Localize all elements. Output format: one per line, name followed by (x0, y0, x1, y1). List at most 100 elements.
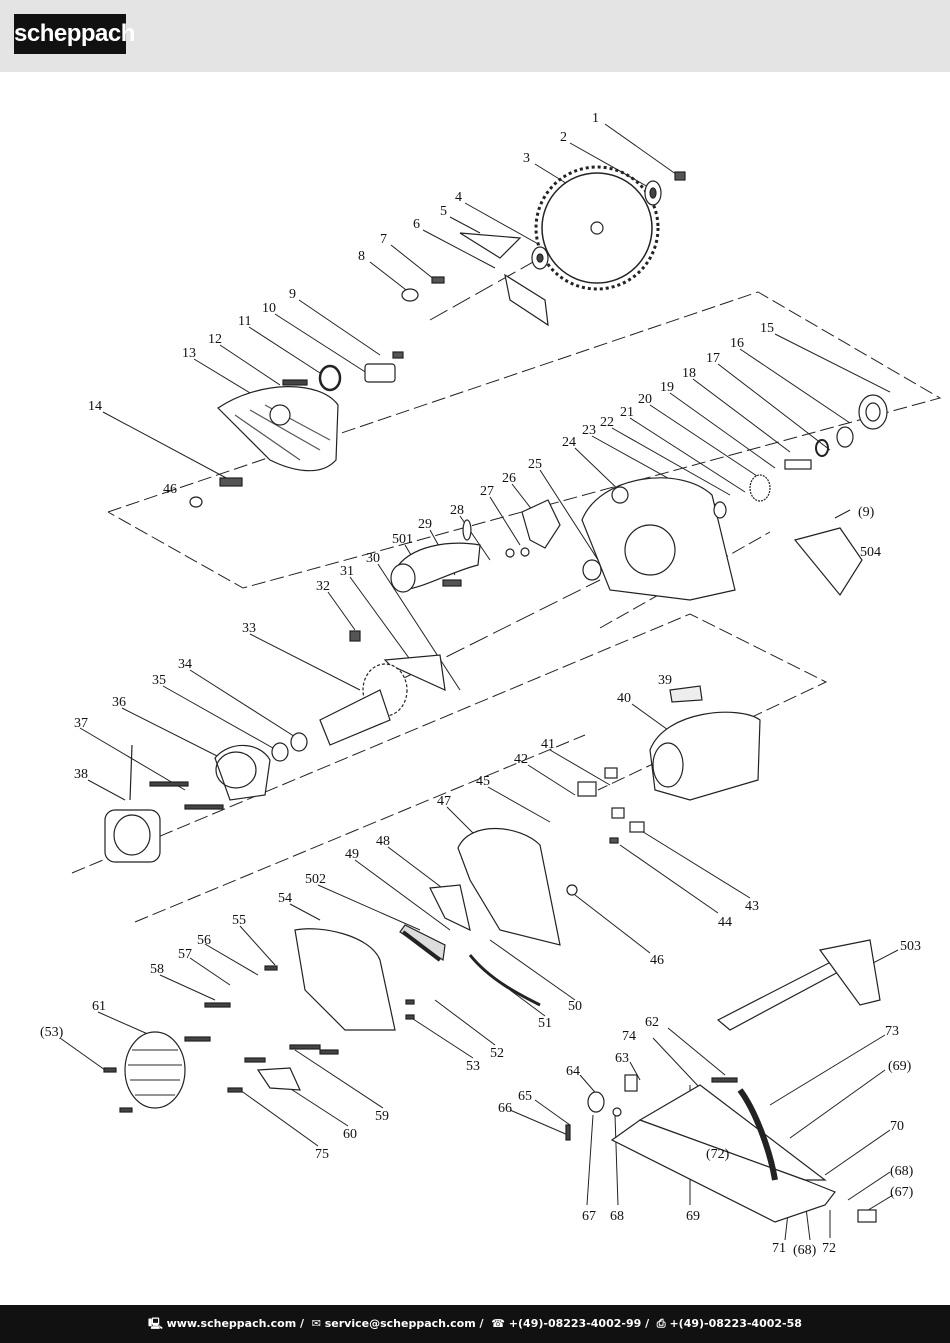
label-23: 23 (582, 423, 596, 438)
label-57: 57 (178, 947, 192, 962)
rear-cover (124, 1031, 186, 1109)
label-1: 1 (592, 111, 599, 126)
switch-48 (429, 884, 471, 932)
upper-housing (581, 477, 736, 601)
email-icon: ✉ (311, 1317, 321, 1330)
fan-baffle (214, 744, 271, 801)
label-22: 22 (600, 415, 614, 430)
riving-knife (504, 273, 549, 327)
label-30: 30 (366, 551, 380, 566)
handle-bracket (521, 499, 561, 549)
label-47: 47 (437, 794, 451, 809)
blade-group-frame (107, 291, 942, 589)
label-53: 53 (466, 1059, 480, 1074)
label-39: 39 (658, 673, 672, 688)
label-19: 19 (660, 380, 674, 395)
blade-guard (217, 386, 339, 472)
label-58: 58 (150, 962, 164, 977)
motor-group-frame (71, 613, 828, 874)
label-38: 38 (74, 767, 88, 782)
handle-half-47 (457, 827, 561, 946)
label-72-ref: (72) (706, 1147, 730, 1162)
label-24: 24 (562, 435, 576, 450)
label-10: 10 (262, 301, 276, 316)
motor-housing (649, 711, 761, 801)
knob-63 (624, 1074, 638, 1092)
lock-button (256, 1067, 301, 1091)
label-28: 28 (450, 503, 464, 518)
gear (749, 474, 771, 502)
brush-spring-plate (383, 654, 446, 691)
email-link[interactable]: service@scheppach.com (324, 1317, 476, 1330)
label-68-ref-a: (68) (890, 1164, 914, 1179)
label-27: 27 (480, 484, 494, 499)
label-59: 59 (375, 1109, 389, 1124)
website-link[interactable]: www.scheppach.com (166, 1317, 297, 1330)
label-54: 54 (278, 891, 292, 906)
label-49: 49 (345, 847, 359, 862)
label-68-ref-b: (68) (793, 1243, 817, 1258)
label-51: 51 (538, 1016, 552, 1031)
footer-contact-bar: 🖳 www.scheppach.com / ✉ service@scheppac… (0, 1305, 950, 1343)
label-70: 70 (890, 1119, 904, 1134)
carbon-brush (349, 630, 361, 642)
label-64: 64 (566, 1064, 580, 1079)
label-17: 17 (706, 351, 720, 366)
label-16: 16 (730, 336, 744, 351)
auxiliary-handle (394, 542, 481, 591)
computer-icon: 🖳 (148, 1317, 163, 1330)
stator (104, 809, 161, 863)
label-29: 29 (418, 517, 432, 532)
label-32: 32 (316, 579, 330, 594)
label-41: 41 (541, 737, 555, 752)
label-46b: 46 (650, 953, 664, 968)
label-45: 45 (476, 774, 490, 789)
handle-half-54 (294, 928, 396, 1031)
lever-clamp (364, 363, 396, 383)
part-number-labels: 1 2 3 4 5 6 7 8 9 10 11 12 13 14 46 15 1… (40, 111, 921, 1258)
spindle (784, 459, 812, 470)
label-48: 48 (376, 834, 390, 849)
label-504: 504 (860, 545, 881, 560)
label-7: 7 (380, 232, 387, 247)
armature (319, 689, 391, 746)
scheppach-logo: scheppach (14, 14, 135, 54)
label-62: 62 (645, 1015, 659, 1030)
label-69: 69 (686, 1209, 700, 1224)
label-6: 6 (413, 217, 420, 232)
label-42: 42 (514, 752, 528, 767)
label-63: 63 (615, 1051, 629, 1066)
label-15: 15 (760, 321, 774, 336)
label-31: 31 (340, 564, 354, 579)
fax-number: +(49)-08223-4002-58 (669, 1317, 802, 1330)
label-36: 36 (112, 695, 126, 710)
label-11: 11 (238, 314, 251, 329)
label-501: 501 (392, 532, 413, 547)
label-9-ref: (9) (858, 505, 875, 520)
dust-port (793, 527, 863, 597)
label-50: 50 (568, 999, 582, 1014)
label-55: 55 (232, 913, 246, 928)
label-14: 14 (88, 399, 102, 414)
label-52: 52 (490, 1046, 504, 1061)
label-13: 13 (182, 346, 196, 361)
label-75: 75 (315, 1147, 329, 1162)
label-39 (669, 685, 703, 703)
label-25: 25 (528, 457, 542, 472)
label-68: 68 (610, 1209, 624, 1224)
label-5: 5 (440, 204, 447, 219)
label-37: 37 (74, 716, 88, 731)
label-40: 40 (617, 691, 631, 706)
label-67-ref: (67) (890, 1185, 914, 1200)
label-9: 9 (289, 287, 296, 302)
label-44: 44 (718, 915, 732, 930)
phone-number: +(49)-08223-4002-99 (508, 1317, 642, 1330)
label-56: 56 (197, 933, 211, 948)
label-2: 2 (560, 130, 567, 145)
label-21: 21 (620, 405, 634, 420)
label-20: 20 (638, 392, 652, 407)
label-46a: 46 (163, 482, 177, 497)
label-73: 73 (885, 1024, 899, 1039)
label-12: 12 (208, 332, 222, 347)
label-33: 33 (242, 621, 256, 636)
